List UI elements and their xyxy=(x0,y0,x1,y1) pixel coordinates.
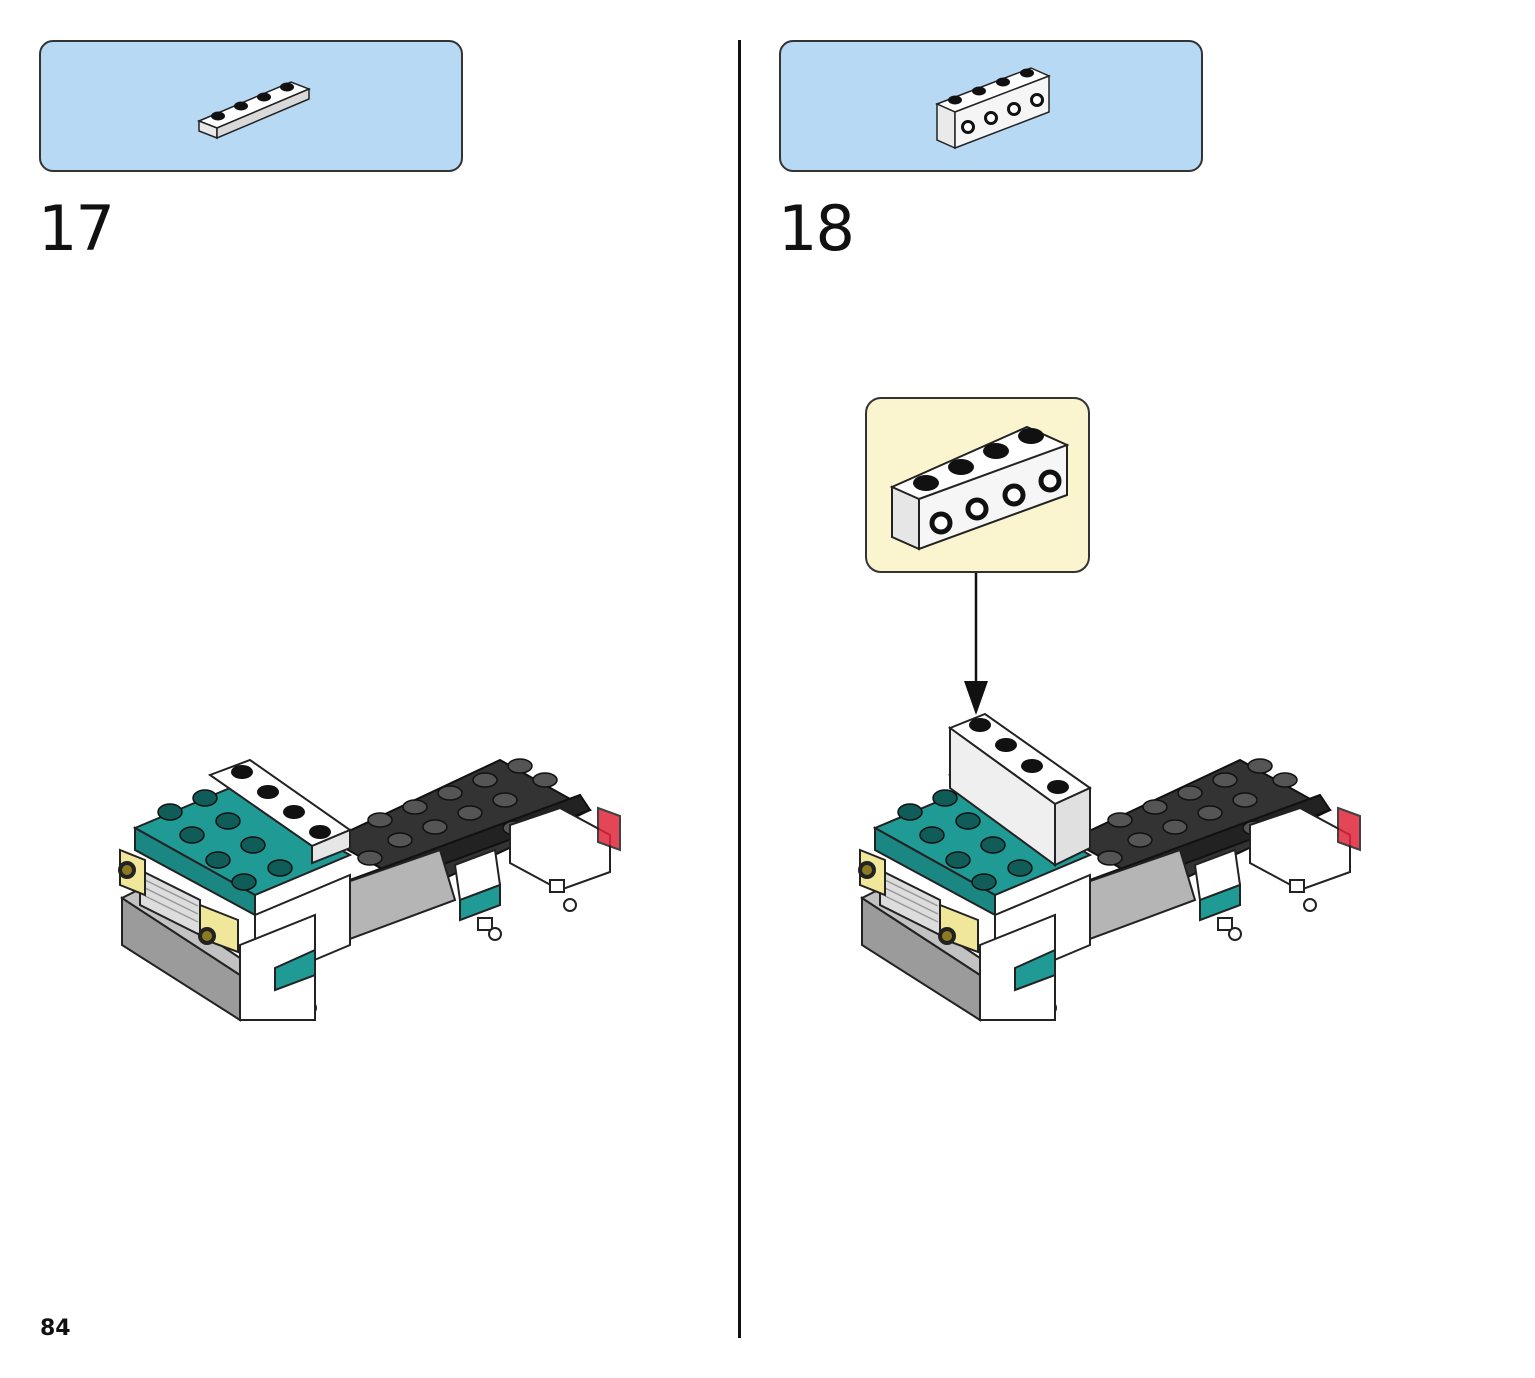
white-brick-1x4-studs-on-side-icon xyxy=(889,425,1070,551)
step-18-model-illustration xyxy=(858,712,1361,1022)
step-divider xyxy=(738,40,741,1338)
page-number: 84 xyxy=(40,1316,71,1341)
step-18-part-callout xyxy=(865,397,1090,573)
step-number-18: 18 xyxy=(778,192,855,265)
step-18-parts-box xyxy=(779,40,1203,172)
step-17-parts-box xyxy=(39,40,463,172)
step-17-model-illustration xyxy=(118,758,621,1022)
white-plate-1x4-icon xyxy=(197,81,311,140)
white-brick-1x4-studs-on-side-icon xyxy=(935,67,1051,150)
step-number-17: 17 xyxy=(38,192,115,265)
placement-arrow-icon xyxy=(964,573,988,715)
